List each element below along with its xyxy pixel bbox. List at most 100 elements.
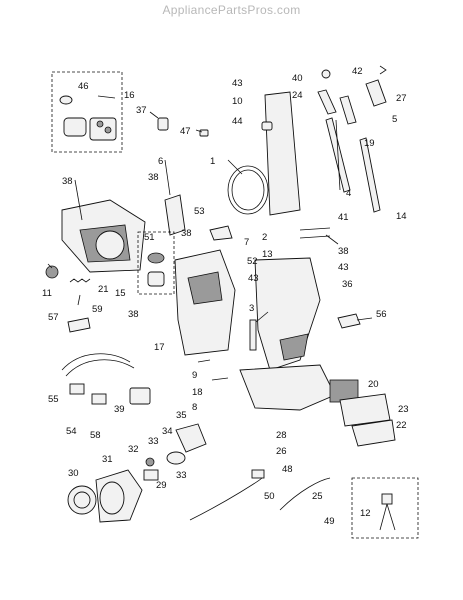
callout-58: 58	[90, 430, 101, 441]
part-31-motor	[95, 469, 143, 523]
callout-38-b: 38	[62, 176, 73, 187]
callout-22: 22	[396, 420, 407, 431]
callout-24: 24	[292, 90, 303, 101]
part-42	[379, 65, 387, 75]
callout-56: 56	[376, 309, 387, 320]
part-32	[145, 457, 155, 467]
callout-48: 48	[282, 464, 293, 475]
callout-38-a: 38	[148, 172, 159, 183]
callout-21: 21	[98, 284, 109, 295]
callout-12: 12	[360, 508, 371, 519]
callout-28: 28	[276, 430, 287, 441]
part-6-bracket	[164, 194, 186, 236]
part-47	[199, 129, 209, 137]
callout-59: 59	[92, 304, 103, 315]
callout-39: 39	[114, 404, 125, 415]
callout-57: 57	[48, 312, 59, 323]
callout-44: 44	[232, 116, 243, 127]
part-24-tool	[317, 89, 337, 115]
part-25-cord	[279, 477, 331, 511]
callout-23: 23	[398, 404, 409, 415]
part-51	[147, 252, 165, 287]
part-22-plate	[351, 419, 396, 447]
callout-34: 34	[162, 426, 173, 437]
callout-1: 1	[210, 156, 215, 167]
callout-32: 32	[128, 444, 139, 455]
part-base	[239, 364, 336, 411]
part-3	[249, 319, 257, 351]
callout-2: 2	[262, 232, 267, 243]
part-5-tool	[339, 95, 357, 125]
callout-17: 17	[154, 342, 165, 353]
callout-40: 40	[292, 73, 303, 84]
part-58-belt	[91, 393, 107, 405]
callout-18: 18	[192, 387, 203, 398]
part-55-belt	[61, 353, 135, 377]
callout-50: 50	[264, 491, 275, 502]
callout-19: 19	[364, 138, 375, 149]
part-59-spring	[69, 278, 91, 283]
part-53	[209, 225, 233, 241]
leader-lines	[47, 95, 373, 381]
part-39	[129, 387, 151, 405]
callout-13: 13	[262, 249, 273, 260]
callout-43-a: 43	[232, 78, 243, 89]
callout-7: 7	[244, 237, 249, 248]
part-37	[157, 117, 169, 131]
callout-4: 4	[346, 188, 351, 199]
callout-33-b: 33	[176, 470, 187, 481]
callout-31: 31	[102, 454, 113, 465]
part-29	[143, 469, 159, 481]
callout-5: 5	[392, 114, 397, 125]
callout-37: 37	[136, 105, 147, 116]
part-34-35	[166, 423, 207, 465]
callout-10: 10	[232, 96, 243, 107]
callout-labels: 46 16 37 47 6 38 38 1 53 38 51 11 21 15 …	[42, 66, 409, 527]
callout-46: 46	[78, 81, 89, 92]
callout-47: 47	[180, 126, 191, 137]
part-46-agitator-assembly	[59, 95, 117, 141]
callout-33-a: 33	[148, 436, 159, 447]
callout-41: 41	[338, 212, 349, 223]
part-44	[261, 121, 273, 131]
callout-49: 49	[324, 516, 335, 527]
callout-43-b: 43	[338, 262, 349, 273]
callout-15: 15	[115, 288, 126, 299]
callout-38-c: 38	[181, 228, 192, 239]
part-11-knob	[45, 265, 59, 279]
callout-20: 20	[368, 379, 379, 390]
callout-9: 9	[192, 370, 197, 381]
callout-8: 8	[192, 402, 197, 413]
part-54-belt	[69, 383, 85, 395]
callout-30: 30	[68, 468, 79, 479]
callout-38-e: 38	[338, 246, 349, 257]
part-14-wand	[359, 137, 381, 213]
detail-box-46	[51, 71, 123, 153]
callout-36: 36	[342, 279, 353, 290]
callout-51: 51	[144, 232, 155, 243]
part-48-cord	[251, 469, 265, 479]
part-12	[379, 493, 396, 531]
callout-29: 29	[156, 480, 167, 491]
part-57-clip	[67, 317, 91, 333]
callout-16: 16	[124, 90, 135, 101]
callout-38-d: 38	[128, 309, 139, 320]
part-1-hose	[227, 165, 269, 215]
detail-box-51	[137, 231, 175, 295]
callout-26: 26	[276, 446, 287, 457]
part-10-handle	[264, 91, 301, 216]
part-50-cord	[189, 477, 263, 521]
watermark: AppliancePartsPros.com	[162, 3, 301, 17]
callout-14: 14	[396, 211, 407, 222]
callout-27: 27	[396, 93, 407, 104]
callout-25: 25	[312, 491, 323, 502]
callout-6: 6	[158, 156, 163, 167]
callout-3: 3	[249, 303, 254, 314]
part-27-tool	[365, 79, 387, 107]
callout-55: 55	[48, 394, 59, 405]
callout-53: 53	[194, 206, 205, 217]
callout-52: 52	[247, 256, 258, 267]
callout-35: 35	[176, 410, 187, 421]
part-36-body	[254, 257, 321, 371]
